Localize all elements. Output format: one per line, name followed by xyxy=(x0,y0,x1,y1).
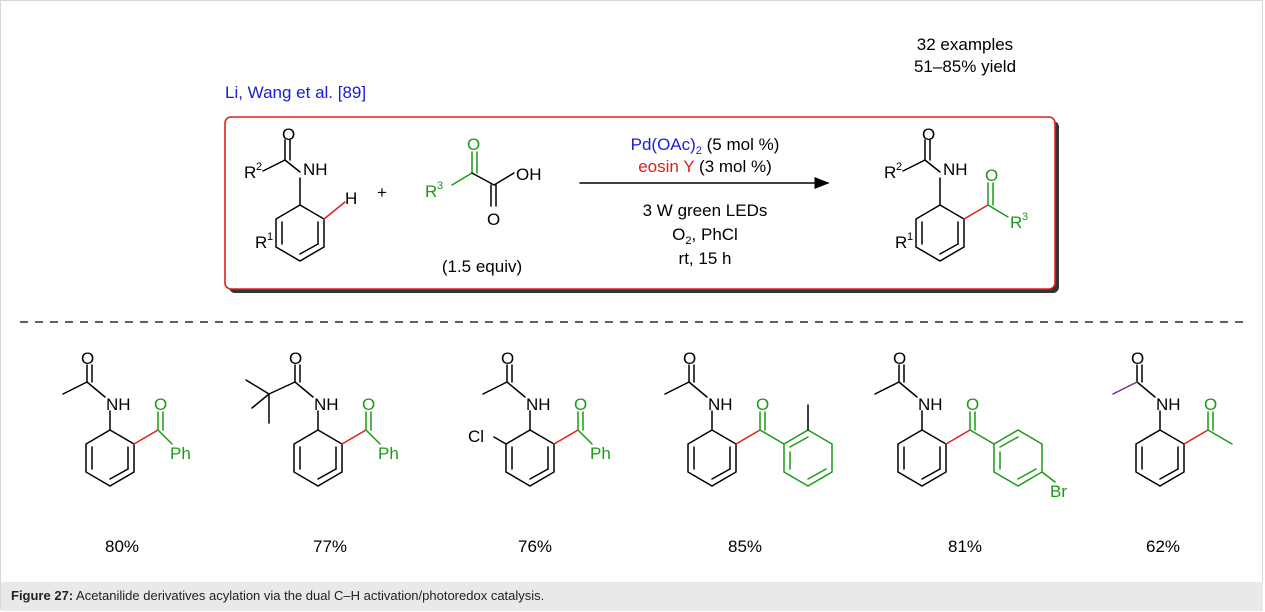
product-example-3-labels: O NH Cl O Ph xyxy=(468,349,611,463)
atom-nh: NH xyxy=(303,160,328,179)
figure-label: Figure 27: xyxy=(11,588,74,603)
solvent: , PhCl xyxy=(692,225,738,244)
figure-caption: Figure 27: Acetanilide derivatives acyla… xyxy=(1,582,1263,611)
atom-r: R xyxy=(1010,213,1022,232)
superscript: 1 xyxy=(907,231,913,243)
label-r2: R 2 xyxy=(884,161,902,182)
atom-ph: Ph xyxy=(170,444,191,463)
reagent-equiv: (1.5 equiv) xyxy=(442,257,522,276)
atom-r: R xyxy=(895,233,907,252)
atom-o: O xyxy=(362,395,375,414)
reaction-scheme: Li, Wang et al. [89] 32 examples 51–85% … xyxy=(20,35,1245,556)
atom-o: O xyxy=(966,395,979,414)
label-r1: R 1 xyxy=(255,231,273,252)
atom-o: O xyxy=(893,349,906,368)
superscript: 3 xyxy=(437,180,443,192)
atom-r: R xyxy=(884,163,896,182)
atom-o: O xyxy=(154,395,167,414)
atom-ph: Ph xyxy=(590,444,611,463)
atom-o: O xyxy=(487,210,500,229)
product-example-6-labels: O NH O xyxy=(1131,349,1217,414)
product-example-5-labels: O NH O Br xyxy=(893,349,1067,501)
label-r1: R 1 xyxy=(895,231,913,252)
condition-oxidant: O2, PhCl xyxy=(672,225,738,247)
yield-label: 80% xyxy=(105,537,139,556)
atom-o: O xyxy=(282,125,295,144)
catalyst-eosin-name: eosin Y xyxy=(638,157,694,176)
atom-oh: OH xyxy=(516,165,542,184)
product-example-5 xyxy=(874,364,1056,487)
yield-label: 62% xyxy=(1146,537,1180,556)
atom-h: H xyxy=(345,189,357,208)
atom-o: O xyxy=(1204,395,1217,414)
product-example-1-labels: O NH O Ph xyxy=(81,349,191,463)
atom-r: R xyxy=(425,182,437,201)
atom-nh: NH xyxy=(314,395,339,414)
atom-r: R xyxy=(255,233,267,252)
superscript: 1 xyxy=(267,231,273,243)
catalyst-pd-name: Pd(OAc) xyxy=(631,135,696,154)
condition-light: 3 W green LEDs xyxy=(643,201,768,220)
atom-nh: NH xyxy=(708,395,733,414)
reactant-ketoacid xyxy=(451,151,515,207)
atom-nh: NH xyxy=(943,160,968,179)
superscript: 3 xyxy=(1022,211,1028,223)
atom-ph: Ph xyxy=(378,444,399,463)
atom-o: O xyxy=(985,166,998,185)
atom-o: O xyxy=(683,349,696,368)
product-example-4-labels: O NH O xyxy=(683,349,769,414)
examples-count: 32 examples xyxy=(917,35,1013,54)
catalyst-eosin-loading: (3 mol %) xyxy=(694,157,771,176)
catalyst-pd-subscript: 2 xyxy=(696,145,702,157)
yield-label: 76% xyxy=(518,537,552,556)
condition-time: rt, 15 h xyxy=(679,249,732,268)
atom-o: O xyxy=(81,349,94,368)
atom-r: R xyxy=(244,163,256,182)
plus-sign: + xyxy=(377,183,387,202)
product-example-2 xyxy=(245,364,381,487)
product-example-6 xyxy=(1112,364,1233,487)
atom-nh: NH xyxy=(106,395,131,414)
product-example-4 xyxy=(664,364,833,487)
label-r2: R 2 xyxy=(244,161,262,182)
superscript: 2 xyxy=(256,161,262,173)
atom-o: O xyxy=(467,135,480,154)
reactant-acetanilide xyxy=(262,139,346,262)
catalyst-eosin: eosin Y (3 mol %) xyxy=(638,157,772,176)
reaction-box xyxy=(224,116,1056,290)
label-r3: R 3 xyxy=(425,180,443,201)
atom-br: Br xyxy=(1050,482,1067,501)
atom-nh: NH xyxy=(1156,395,1181,414)
atom-o: O xyxy=(574,395,587,414)
atom-o: O xyxy=(922,125,935,144)
oxidant-subscript: 2 xyxy=(685,235,691,247)
product-general xyxy=(902,139,1009,262)
atom-o: O xyxy=(289,349,302,368)
catalyst-pd: Pd(OAc)2 (5 mol %) xyxy=(631,135,780,157)
product-example-2-labels: O NH O Ph xyxy=(289,349,399,463)
product-example-3 xyxy=(482,364,593,487)
yield-label: 81% xyxy=(948,537,982,556)
yield-label: 77% xyxy=(313,537,347,556)
yield-label: 85% xyxy=(728,537,762,556)
caption-text: Acetanilide derivatives acylation via th… xyxy=(73,588,545,603)
product-example-1 xyxy=(62,364,173,487)
atom-cl: Cl xyxy=(468,427,484,446)
label-r3: R 3 xyxy=(1010,211,1028,232)
catalyst-pd-loading: (5 mol %) xyxy=(702,135,779,154)
atom-o: O xyxy=(756,395,769,414)
atom-nh: NH xyxy=(526,395,551,414)
yield-range: 51–85% yield xyxy=(914,57,1016,76)
atom-nh: NH xyxy=(918,395,943,414)
atom-o: O xyxy=(1131,349,1144,368)
citation-text: Li, Wang et al. [89] xyxy=(225,83,366,102)
oxidant-name: O xyxy=(672,225,685,244)
atom-o: O xyxy=(501,349,514,368)
superscript: 2 xyxy=(896,161,902,173)
